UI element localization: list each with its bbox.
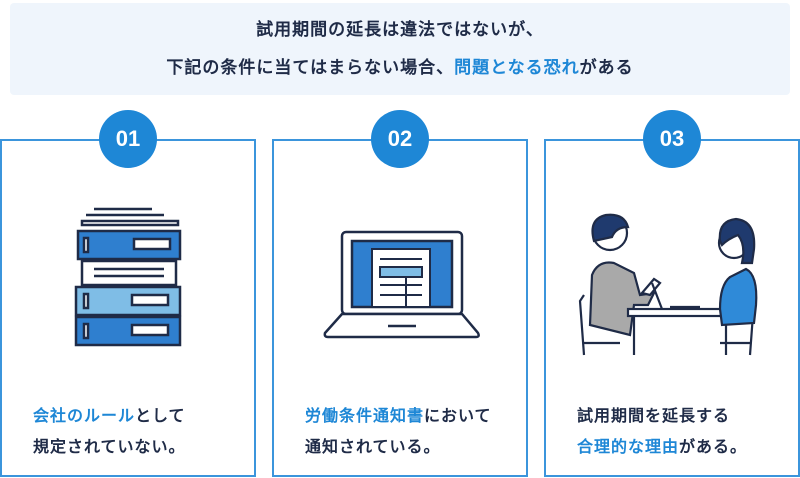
card-text-line1: 試用期間を延長する: [577, 406, 731, 425]
heading-highlight: 問題となる恐れ: [454, 58, 580, 78]
laptop-document-icon: [323, 230, 480, 339]
heading-banner: 試用期間の延長は違法ではないが、 下記の条件に当てはまらない場合、問題となる恐れ…: [10, 3, 790, 95]
condition-card-03: 試用期間を延長する 合理的な理由がある。: [544, 139, 800, 477]
card-text: 会社のルールとして 規定されていない。: [33, 400, 186, 462]
number-badge-03: 03: [643, 110, 701, 168]
heading-line-1: 試用期間の延長は違法ではないが、: [256, 20, 544, 40]
card-text: 労働条件通知書において 通知されている。: [305, 400, 492, 462]
number-badge-02: 02: [371, 110, 429, 168]
interview-people-icon: [578, 213, 758, 356]
card-text-rest: として: [135, 406, 186, 425]
card-highlight: 会社のルール: [33, 406, 136, 425]
heading-text-end: がある: [579, 58, 634, 78]
number-badge-01: 01: [99, 110, 157, 168]
card-text-rest: がある。: [679, 437, 748, 456]
card-text-rest: において: [424, 406, 492, 425]
condition-card-01: 会社のルールとして 規定されていない。: [0, 139, 256, 477]
condition-card-02: 労働条件通知書において 通知されている。: [272, 139, 528, 477]
binders-icon: [74, 207, 182, 347]
card-highlight: 合理的な理由: [577, 437, 680, 456]
heading-text: 下記の条件に当てはまらない場合、: [166, 58, 455, 78]
heading-line-2: 下記の条件に当てはまらない場合、問題となる恐れがある: [10, 53, 790, 78]
card-text: 試用期間を延長する 合理的な理由がある。: [577, 400, 747, 462]
card-text-line2: 規定されていない。: [33, 437, 186, 456]
card-highlight: 労働条件通知書: [305, 406, 425, 425]
card-text-line2: 通知されている。: [305, 437, 441, 456]
